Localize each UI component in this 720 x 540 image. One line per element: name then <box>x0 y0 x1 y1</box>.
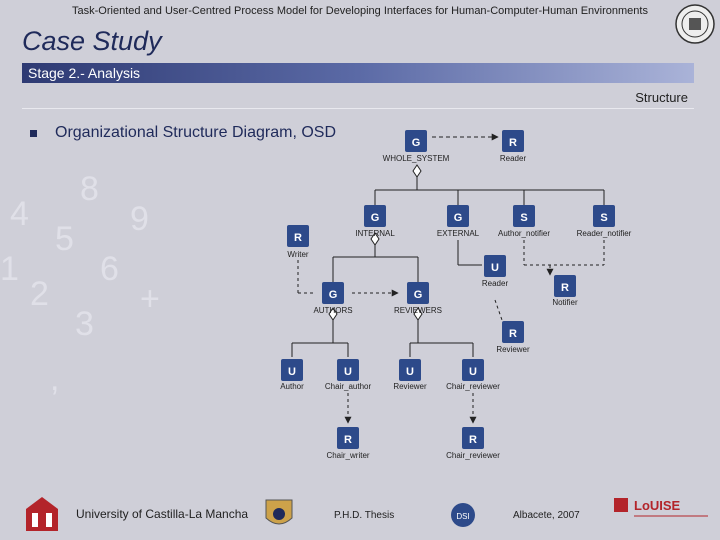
node-label: Chair_author <box>325 382 372 391</box>
svg-text:4: 4 <box>10 195 29 233</box>
node-label: REVIEWERS <box>394 306 442 315</box>
svg-text:2: 2 <box>30 275 49 313</box>
node-label: Notifier <box>552 298 578 307</box>
svg-text:5: 5 <box>55 220 74 258</box>
keypad-watermark: 89 456 23 + , 1 <box>0 150 200 430</box>
svg-text:1: 1 <box>0 250 19 288</box>
node-writer: R Writer <box>287 225 309 259</box>
node-glyph: G <box>414 289 423 301</box>
node-label: Author_notifier <box>498 229 550 238</box>
node-reviewers: G REVIEWERS <box>394 282 442 315</box>
svg-text:3: 3 <box>75 305 94 343</box>
footer-place-date: Albacete, 2007 <box>513 510 580 521</box>
node-glyph: G <box>371 212 380 224</box>
university-seal-logo <box>674 3 716 45</box>
svg-text:9: 9 <box>130 200 149 238</box>
bullet-marker <box>30 130 37 137</box>
node-label: Writer <box>287 250 309 259</box>
node-label: Author <box>280 382 304 391</box>
node-glyph: U <box>406 366 414 378</box>
node-label: Reviewer <box>496 345 530 354</box>
svg-text:+: + <box>140 280 160 318</box>
node-glyph: R <box>509 137 517 149</box>
node-chair-reviewer-role: R Chair_reviewer <box>446 427 500 460</box>
node-glyph: R <box>294 232 302 244</box>
node-glyph: S <box>520 212 527 224</box>
coat-of-arms-logo <box>262 496 296 532</box>
node-reader-user: U Reader <box>482 255 509 288</box>
node-reader-top: R Reader <box>500 130 527 163</box>
node-internal: G INTERNAL <box>355 205 395 238</box>
node-authors: G AUTHORS <box>313 282 352 315</box>
dsi-logo: DSI <box>450 502 476 528</box>
section-label: Structure <box>635 90 688 105</box>
lab-name: LoUISE <box>634 498 681 513</box>
node-label: Reader <box>500 154 527 163</box>
dsi-label: DSI <box>456 512 469 521</box>
node-glyph: R <box>344 434 352 446</box>
stage-label: Stage 2.- Analysis <box>28 65 140 81</box>
node-label: Chair_writer <box>326 451 369 460</box>
node-author-notifier: S Author_notifier <box>498 205 550 238</box>
node-chair-reviewer: U Chair_reviewer <box>446 359 500 391</box>
node-reader-notifier: S Reader_notifier <box>577 205 632 238</box>
osd-diagram: G WHOLE_SYSTEM R Reader G INTERNAL G EXT… <box>270 125 640 465</box>
node-notifier: R Notifier <box>552 275 578 307</box>
node-label: Chair_reviewer <box>446 451 500 460</box>
node-label: Chair_reviewer <box>446 382 500 391</box>
divider <box>22 108 694 109</box>
node-label: INTERNAL <box>355 229 395 238</box>
node-glyph: U <box>491 262 499 274</box>
node-label: WHOLE_SYSTEM <box>383 154 450 163</box>
node-glyph: R <box>509 328 517 340</box>
node-glyph: U <box>288 366 296 378</box>
slide-title: Case Study <box>22 26 162 57</box>
stage-bar: Stage 2.- Analysis <box>22 63 694 83</box>
node-glyph: G <box>329 289 338 301</box>
node-external: G EXTERNAL <box>437 205 480 238</box>
footer-university: University of Castilla-La Mancha <box>76 507 248 521</box>
footer-thesis: P.H.D. Thesis <box>334 510 394 521</box>
node-label: AUTHORS <box>313 306 352 315</box>
louise-lab-logo: LoUISE <box>612 492 712 532</box>
node-chair-writer: R Chair_writer <box>326 427 369 460</box>
node-glyph: G <box>412 137 421 149</box>
node-label: Reviewer <box>393 382 427 391</box>
node-label: EXTERNAL <box>437 229 480 238</box>
node-reviewer-user: U Reviewer <box>393 359 427 391</box>
svg-text:6: 6 <box>100 250 119 288</box>
node-glyph: U <box>344 366 352 378</box>
node-author: U Author <box>280 359 304 391</box>
node-chair-author: U Chair_author <box>325 359 372 391</box>
presentation-title: Task-Oriented and User-Centred Process M… <box>0 5 720 17</box>
node-label: Reader_notifier <box>577 229 632 238</box>
node-glyph: R <box>561 282 569 294</box>
uclm-logo <box>22 495 62 535</box>
node-label: Reader <box>482 279 509 288</box>
node-glyph: R <box>469 434 477 446</box>
svg-text:8: 8 <box>80 170 99 208</box>
node-reviewer: R Reviewer <box>496 321 530 354</box>
node-glyph: S <box>600 212 607 224</box>
node-glyph: G <box>454 212 463 224</box>
node-whole-system: G WHOLE_SYSTEM <box>383 130 450 163</box>
svg-text:,: , <box>50 360 59 398</box>
node-glyph: U <box>469 366 477 378</box>
